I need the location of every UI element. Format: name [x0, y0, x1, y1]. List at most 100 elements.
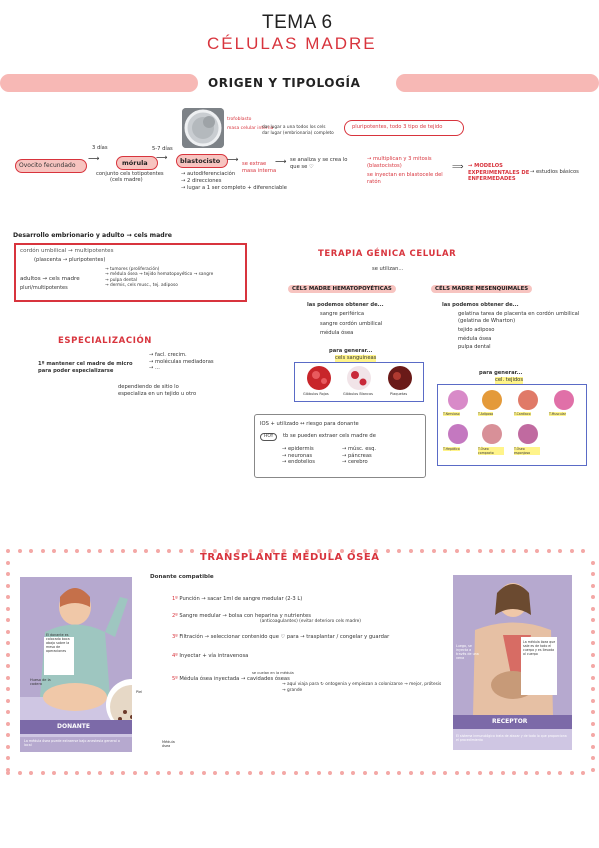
desarrollo-line3: pluri/multipotentes: [20, 285, 68, 291]
border-dot: [466, 549, 470, 553]
border-dot: [558, 771, 562, 775]
hemato-title: CÉLS MADRE HEMATOPOYÉTICAS: [288, 285, 396, 293]
border-dot: [247, 771, 252, 775]
tissue-label: T.Muscular: [549, 412, 566, 416]
step-4: 4º Inyectar + vía intravenosa: [172, 652, 249, 659]
hemato-generar: para generar...: [329, 348, 373, 354]
border-dot: [52, 549, 56, 553]
border-dot: [328, 771, 332, 775]
hemato-sources: sangre periférica sangre cordón umbilica…: [320, 311, 382, 337]
border-dot: [546, 549, 551, 553]
desarrollo-heading: Desarrollo embrionario y adulto → cels m…: [13, 232, 172, 239]
border-dot: [213, 771, 217, 775]
border-dot: [178, 771, 183, 775]
donor-caption: El donante es colocado boca abajo sobre …: [46, 633, 70, 654]
border-dot: [155, 549, 160, 553]
border-dot: [6, 595, 10, 599]
section-bar-left: [0, 74, 198, 92]
mesen-obtener: las podemos obtener de...: [442, 302, 519, 308]
border-dot: [316, 549, 321, 553]
border-dot: [305, 549, 309, 553]
border-dot: [259, 771, 263, 775]
border-dot: [6, 629, 10, 634]
receptor-label-bar: [453, 715, 572, 729]
receptor-side: Luego, se inyecta a través de una vena: [456, 644, 479, 661]
border-dot: [339, 549, 344, 553]
border-dot: [512, 771, 516, 775]
border-dot: [420, 549, 424, 553]
mesen-title: CÉLS MADRE MESENQUIMALES: [431, 285, 533, 293]
tissue-label: T.Nervioso: [443, 412, 460, 416]
border-dot: [6, 606, 10, 611]
espec-factors: → facl. crecim. → moléculas mediadoras →…: [149, 352, 214, 372]
border-dot: [132, 549, 137, 553]
donor-label: DONANTE: [57, 723, 90, 730]
step-3: 3º Filtración → seleccionar contenido qu…: [172, 634, 390, 641]
border-dot: [591, 698, 595, 703]
border-dot: [489, 771, 493, 775]
ios-item: → cerebro: [342, 459, 368, 465]
border-dot: [6, 583, 10, 588]
step-2: 2º Sangre medular → bolsa con heparina y…: [172, 612, 311, 619]
hemato-obtener: las podemos obtener de...: [307, 302, 384, 308]
border-dot: [374, 549, 378, 553]
page-title: TEMA 6: [262, 12, 333, 33]
border-dot: [591, 652, 595, 657]
mesen-source: gelatina tarea de placenta en cordón umb…: [458, 311, 580, 324]
days-2: 5-7 días: [152, 146, 173, 152]
border-dot: [6, 549, 10, 553]
ios-line2: tb se pueden extraer cels madre de: [283, 433, 376, 439]
border-dot: [282, 549, 286, 553]
border-dot: [431, 549, 436, 553]
se-extrae: se extrae masa interna: [242, 161, 277, 174]
border-dot: [591, 629, 595, 634]
tissue-label: T.Adiposo: [478, 412, 494, 416]
tissues-image: [448, 390, 574, 444]
border-dot: [247, 549, 252, 553]
desarrollo-item: → dermis, cels musc., tej. adiposo: [105, 283, 178, 289]
border-dot: [569, 771, 574, 775]
border-dot: [6, 744, 10, 749]
border-dot: [63, 549, 68, 553]
border-dot: [569, 549, 574, 553]
terapia-heading: TERAPIA GÉNICA CELULAR: [318, 249, 457, 259]
border-dot: [201, 771, 206, 775]
border-dot: [339, 771, 344, 775]
border-dot: [29, 549, 33, 553]
border-dot: [190, 771, 194, 775]
border-dot: [236, 771, 240, 775]
espec-line1: 1º mantener cel madre de micro: [38, 361, 133, 367]
tissues-box: [437, 384, 587, 466]
border-dot: [6, 710, 10, 714]
border-dot: [328, 549, 332, 553]
border-dot: [408, 771, 413, 775]
blood-cell-label: Glóbulos Blancos: [343, 392, 373, 396]
arrow-2: ⟶: [156, 153, 168, 162]
estudios: → estudios básicos: [530, 169, 579, 175]
transplante-heading: TRANSPLANTE MÉDULA ÓSEA: [200, 552, 380, 563]
arrow-4: ⟶: [275, 157, 287, 166]
modelos: → MODELOS EXPERIMENTALES DE ENFERMEDADES: [468, 163, 530, 182]
espec-note1: dependiendo de sitio lo: [118, 384, 179, 390]
border-dot: [98, 549, 102, 553]
section-bar-right: [396, 74, 599, 92]
tissue-label: T.Óseo compacto: [478, 447, 504, 455]
hemato-source: médula ósea: [320, 330, 354, 336]
border-dot: [591, 767, 595, 772]
arrow-3: ⟶: [227, 155, 239, 164]
border-dot: [591, 560, 595, 565]
border-dot: [213, 549, 217, 553]
border-dot: [512, 549, 516, 553]
border-dot: [397, 549, 401, 553]
border-dot: [98, 771, 102, 775]
border-dot: [178, 549, 183, 553]
ovocito-label: Ovocito fecundado: [19, 162, 76, 169]
blasto-note3: → lugar a 1 ser completo + diferenciable: [181, 185, 287, 191]
desarrollo-item: → médula ósea → tejido hematopoyético → …: [105, 272, 214, 278]
border-dot: [282, 771, 286, 775]
morula-oval: [116, 156, 158, 170]
espec-factor: → ...: [149, 365, 160, 371]
desarrollo-item: → pulpa dental: [105, 277, 137, 283]
border-dot: [6, 756, 10, 760]
hemato-source: sangre cordón umbilical: [320, 320, 383, 327]
